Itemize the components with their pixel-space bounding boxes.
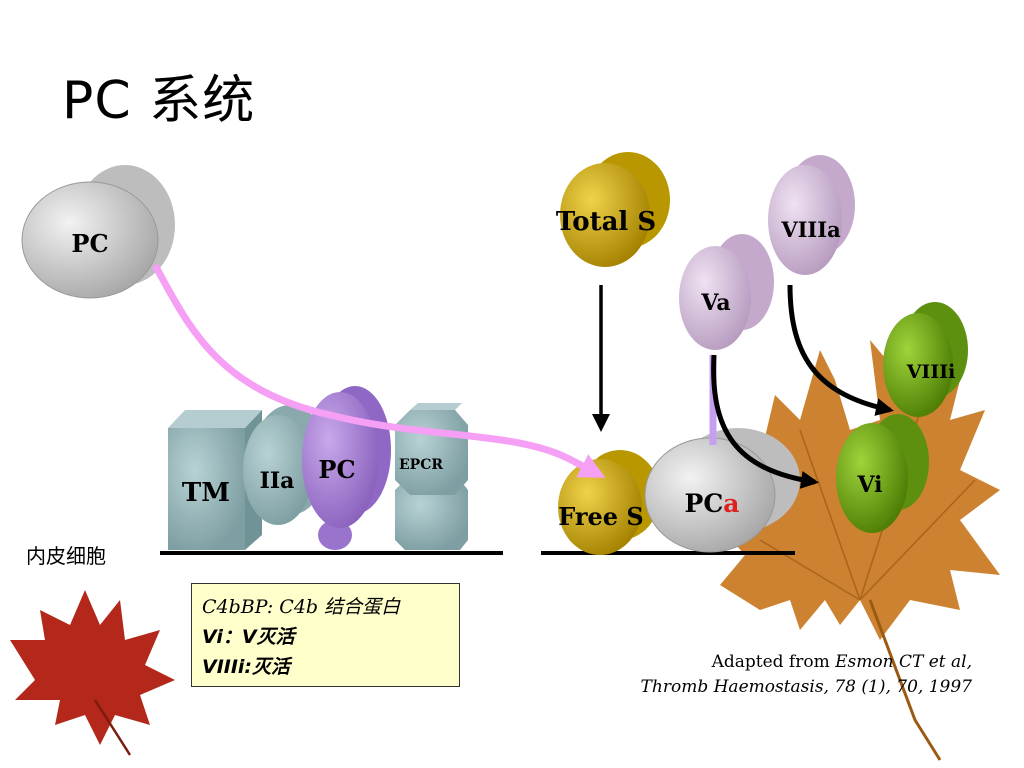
label-va: Va — [700, 290, 730, 316]
label-epcr: EPCR — [399, 457, 443, 473]
arrow-va-to-vi — [711, 354, 819, 489]
arrow-pc-to-free-s — [151, 263, 606, 479]
pc-free-protein — [21, 165, 175, 299]
legend-line-vi: Vi：V灭活 — [202, 626, 295, 648]
label-vi: Vi — [856, 472, 882, 498]
label-viiia: VIIIa — [780, 217, 841, 242]
label-total-s: Total S — [556, 207, 656, 237]
citation-line-1: Adapted from Esmon CT et al, — [641, 650, 972, 675]
viiii-protein — [883, 302, 968, 417]
va-protein — [679, 234, 774, 350]
legend-line-viiii: VIIIi:灭活 — [202, 656, 291, 678]
label-pc-bound: PC — [318, 455, 355, 484]
citation-author: Esmon CT et al, — [835, 652, 972, 672]
label-iia: IIa — [260, 468, 295, 494]
citation-prefix: Adapted from — [711, 652, 836, 672]
pca-protein — [644, 428, 800, 553]
label-viiii: VIIIi — [906, 361, 956, 383]
total-s-protein — [560, 152, 670, 267]
legend-box: C4bBP: C4b 结合蛋白 Vi：V灭活 VIIIi:灭活 — [191, 583, 460, 687]
label-tm: TM — [182, 478, 230, 508]
maple-leaf-icon — [10, 590, 175, 756]
vi-protein — [836, 414, 929, 533]
citation: Adapted from Esmon CT et al, Thromb Haem… — [641, 650, 972, 700]
label-pc-free: PC — [71, 229, 108, 258]
epcr-protein — [395, 403, 468, 550]
label-pca: PCa — [685, 489, 740, 518]
arrow-viiia-to-viiii — [787, 284, 894, 416]
label-free-s: Free S — [558, 502, 644, 531]
slide-title: PC 系统 — [62, 71, 256, 131]
label-pca-prefix: PC — [685, 489, 724, 518]
legend-line-c4bbp: C4bBP: C4b 结合蛋白 — [202, 596, 401, 618]
viiia-protein — [768, 155, 855, 275]
endothelial-cell-label: 内皮细胞 — [26, 544, 106, 568]
citation-line-2: Thromb Haemostasis, 78 (1), 70, 1997 — [640, 677, 972, 697]
label-pca-suffix: a — [723, 489, 739, 518]
